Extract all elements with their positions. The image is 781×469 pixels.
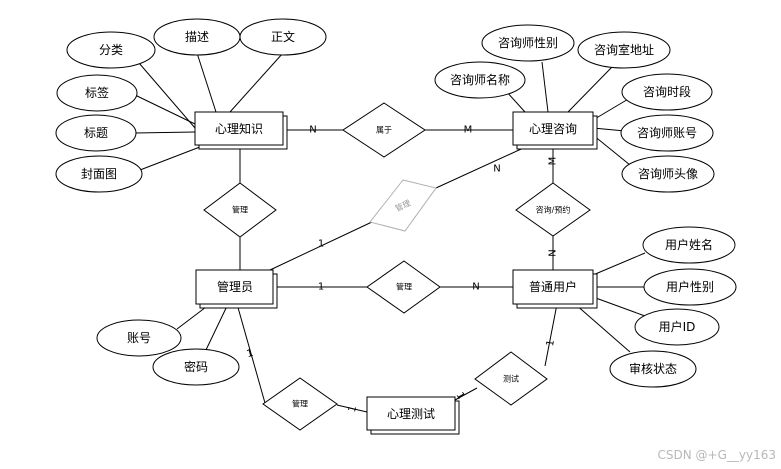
card-test-admin: 1 (347, 404, 359, 413)
attr-knowledge-cover: 封面图 (55, 155, 143, 193)
card-user-booking: N (548, 249, 559, 256)
rel-label: 咨询/预约 (536, 205, 571, 215)
rel-consult-booking: 咨询/预约 (515, 182, 591, 237)
edge-consult-gender (541, 61, 549, 113)
edge-test-testrel (454, 387, 478, 401)
attr-knowledge-tags: 标签 (56, 74, 138, 112)
card-test-test: 1 (454, 390, 467, 401)
rel-manage-test: 管理 (262, 377, 338, 431)
rel-manage-knowledge: 管理 (203, 182, 277, 238)
attr-label: 咨询时段 (643, 84, 691, 99)
card-admin-user: 1 (318, 282, 324, 293)
attr-user-gender: 用户性别 (643, 268, 737, 306)
edge-knowledge-body (229, 52, 284, 113)
edge-testrel-user (544, 303, 558, 367)
edge-knowledge-tags (134, 94, 196, 125)
rel-test: 测试 (474, 351, 548, 406)
attr-admin-password: 密码 (152, 348, 240, 386)
entity-admin: 管理员 (195, 269, 278, 309)
edge-admin-manage-test (236, 303, 266, 404)
rel-manage-user: 管理 (366, 260, 441, 314)
entity-label: 心理知识 (215, 122, 263, 136)
edge-consult-account (592, 127, 626, 132)
attr-label: 标签 (85, 85, 109, 100)
attr-label: 正文 (271, 29, 295, 44)
edge-consult-avatar (592, 134, 631, 166)
watermark-text: CSDN @+G__yy163 (658, 448, 777, 462)
rel-label: 管理 (292, 399, 308, 409)
edge-knowledge-category (138, 62, 196, 129)
attr-user-id: 用户ID (634, 308, 720, 346)
card-consult-admin: N (493, 164, 500, 175)
edge-knowledge-description (196, 52, 217, 113)
edge-user-name (592, 252, 646, 276)
attr-knowledge-title: 标题 (55, 114, 137, 152)
card-consult-belongs: M (464, 125, 473, 136)
attr-label: 用户性别 (666, 279, 714, 294)
entity-test: 心理测试 (366, 396, 460, 435)
edge-user-id (592, 296, 646, 317)
attr-admin-account: 账号 (96, 319, 182, 357)
entity-label: 心理咨询 (529, 121, 577, 136)
edge-user-audit (574, 303, 631, 353)
attr-knowledge-body: 正文 (239, 18, 327, 56)
attr-knowledge-description: 描述 (153, 18, 241, 56)
attr-label: 咨询室地址 (594, 42, 654, 57)
edge-admin-manage-consult (269, 220, 375, 271)
attr-label: 审核状态 (629, 361, 677, 376)
rel-belongs-to: 属于 (342, 102, 426, 158)
attr-user-name: 用户姓名 (642, 226, 736, 264)
attr-label: 咨询师账号 (637, 125, 697, 140)
card-user-test: 1 (545, 339, 557, 347)
card-consult-booking: M (548, 157, 559, 166)
edge-knowledge-title (134, 131, 196, 134)
entity-label: 管理员 (217, 279, 253, 294)
attr-consult-avatar: 咨询师头像 (621, 155, 715, 193)
attr-label: 描述 (185, 30, 209, 44)
rel-label: 测试 (503, 374, 519, 384)
card-user-admin: N (472, 282, 479, 293)
attr-consult-time-slot: 咨询时段 (621, 73, 713, 111)
entity-consult: 心理咨询 (512, 111, 598, 150)
rel-label: 管理 (232, 205, 248, 215)
rel-label: 管理 (396, 282, 412, 292)
attr-user-audit-status: 审核状态 (609, 350, 697, 388)
entity-label: 普通用户 (529, 279, 577, 294)
attr-label: 标题 (84, 126, 108, 140)
attr-label: 用户姓名 (665, 237, 713, 252)
attr-label: 密码 (184, 359, 208, 374)
cardinality-labels: N M 1 N M N 1 N 1 1 1 1 (245, 125, 558, 414)
attr-label: 咨询师名称 (450, 72, 510, 87)
card-admin-consult: 1 (318, 239, 324, 250)
entity-user: 普通用户 (512, 269, 598, 309)
entity-label: 心理测试 (387, 406, 435, 421)
edge-knowledge-cover (139, 144, 206, 171)
attr-consult-name: 咨询师名称 (434, 61, 526, 99)
card-knowledge-belongs: N (309, 125, 316, 136)
attr-label: 用户ID (659, 319, 696, 334)
edge-manage-consult-consult (435, 144, 531, 189)
attr-label: 分类 (99, 43, 123, 57)
attr-label: 咨询师性别 (498, 35, 558, 50)
rel-manage-consult: 管理 (369, 179, 437, 232)
card-admin-test: 1 (245, 348, 254, 360)
attr-consult-account: 咨询师账号 (620, 114, 714, 152)
attr-consult-room-address: 咨询室地址 (577, 31, 671, 69)
attr-label: 咨询师头像 (638, 166, 698, 181)
edge-consult-time (592, 97, 631, 121)
rel-label: 属于 (376, 126, 392, 135)
attr-label: 账号 (127, 331, 151, 345)
edge-consult-room (567, 66, 613, 113)
entity-knowledge: 心理知识 (194, 111, 288, 150)
attr-consult-gender: 咨询师性别 (481, 24, 575, 62)
edge-admin-password (204, 303, 229, 353)
edges (134, 52, 646, 413)
attr-label: 封面图 (81, 167, 117, 181)
attr-knowledge-category: 分类 (66, 31, 156, 69)
edge-manage-test-test (336, 404, 368, 413)
